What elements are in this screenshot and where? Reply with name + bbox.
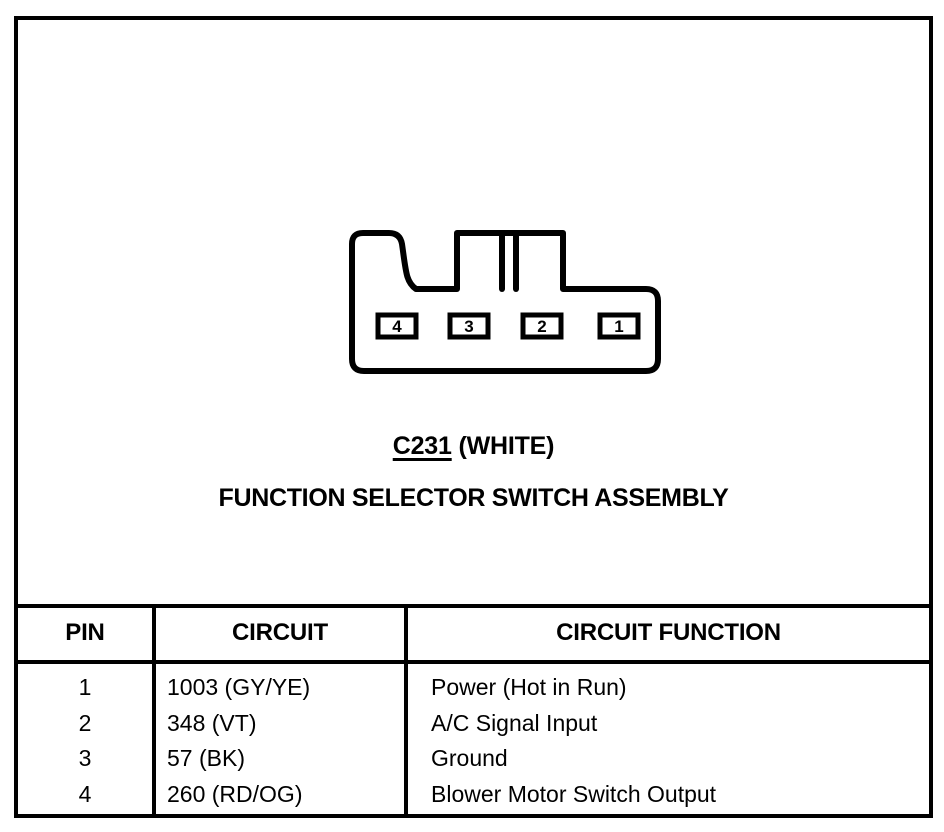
cell-function: A/C Signal Input [431, 709, 598, 736]
connector-outline [349, 230, 661, 374]
column-header-pin: PIN [18, 604, 156, 664]
pin-label-4: 4 [392, 317, 402, 336]
pin-box-4 [375, 312, 419, 340]
table-row: 4 260 (RD/OG) Blower Motor Switch Output [18, 776, 929, 817]
cell-circuit: 260 (RD/OG) [154, 776, 408, 817]
cell-circuit: 1003 (GY/YE) [154, 662, 408, 706]
connector-color-label: (WHITE) [458, 432, 555, 460]
table-body: 1 1003 (GY/YE) Power (Hot in Run) 2 348 … [18, 662, 929, 817]
table-header: PIN CIRCUIT CIRCUIT FUNCTION [18, 604, 929, 664]
pin-box-1 [597, 312, 641, 340]
table-row: 1 1003 (GY/YE) Power (Hot in Run) [18, 662, 929, 706]
cell-pin: 2 [18, 705, 156, 742]
column-header-circuit: CIRCUIT [154, 604, 408, 664]
table-header-row: PIN CIRCUIT CIRCUIT FUNCTION [18, 604, 929, 664]
page-border [14, 16, 933, 818]
connector-face-svg: 4 3 2 1 [349, 230, 661, 374]
table-row: 3 57 (BK) Ground [18, 741, 929, 777]
column-header-function: CIRCUIT FUNCTION [406, 604, 929, 664]
table-row: 2 348 (VT) A/C Signal Input [18, 705, 929, 742]
connector-caption: C231 (WHITE) [14, 432, 933, 461]
cell-function: Blower Motor Switch Output [431, 780, 717, 807]
cell-function: Power (Hot in Run) [431, 674, 627, 700]
cell-pin: 4 [18, 776, 156, 817]
pin-function-table: PIN CIRCUIT CIRCUIT FUNCTION 1 1003 (GY/… [18, 604, 929, 817]
pin-label-2: 2 [537, 317, 546, 336]
pin-label-1: 1 [614, 317, 623, 336]
cell-circuit: 348 (VT) [154, 705, 408, 742]
cell-pin: 1 [18, 662, 156, 706]
cell-circuit: 57 (BK) [154, 741, 408, 777]
connector-id-label: C231 [392, 432, 452, 460]
pin-box-2 [520, 312, 564, 340]
connector-illustration: 4 3 2 1 [330, 220, 690, 395]
pin-numbers: 4 3 2 1 [392, 317, 623, 336]
pin-label-3: 3 [464, 317, 473, 336]
cell-function: Ground [431, 745, 508, 772]
pin-boxes [375, 312, 641, 340]
pin-box-3 [447, 312, 491, 340]
component-name-label: FUNCTION SELECTOR SWITCH ASSEMBLY [218, 484, 729, 512]
cell-pin: 3 [18, 741, 156, 777]
